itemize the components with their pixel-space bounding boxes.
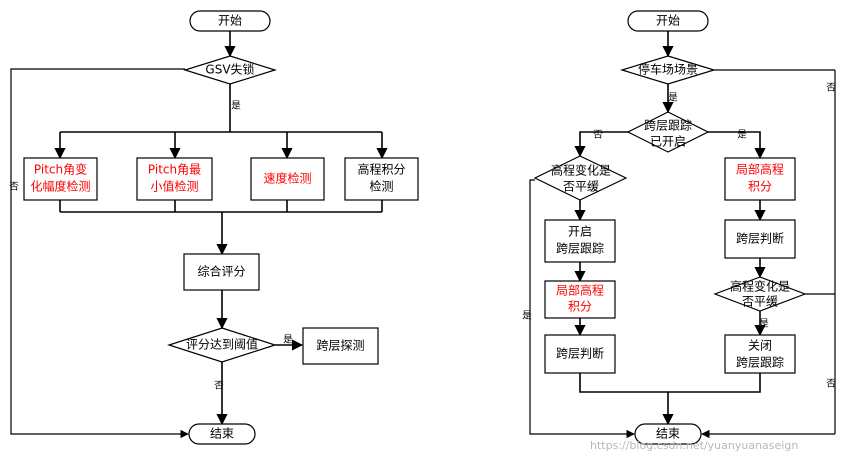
tracking-line2: 已开启: [650, 135, 686, 149]
open-tracking-box: [544, 219, 616, 263]
edge-judge-left-merge: [579, 373, 668, 393]
tracking-no-label: 否: [593, 130, 603, 141]
gsv-decision: [182, 55, 278, 85]
close-tracking-box: [724, 334, 796, 374]
smooth-left-decision: [533, 155, 628, 201]
local-left-line2: 积分: [568, 300, 592, 314]
parking-no-label: 否: [826, 83, 836, 94]
smooth-right-yes-label: 是: [759, 319, 769, 330]
tracking-line1: 跨层跟踪: [644, 119, 692, 133]
smooth-right-line1: 高程变化是: [730, 279, 790, 294]
close-line1: 关闭: [748, 339, 772, 353]
score-box: [183, 253, 260, 291]
gsv-label: GSV失锁: [205, 62, 254, 77]
smooth-left-line2: 否平缓: [563, 180, 599, 194]
height-line1: 高程积分: [357, 162, 405, 177]
local-height-left-box: [544, 280, 616, 319]
judge-right-box: [724, 219, 796, 259]
end-label-right: 结束: [656, 427, 680, 441]
gsv-no-label: 否: [9, 182, 19, 193]
edge-tracking-no: [574, 131, 628, 158]
smooth-right-decision: [713, 276, 807, 312]
start-terminal: [189, 10, 271, 32]
judge-left-label: 跨层判断: [556, 346, 604, 361]
parking-no-label-lower: 否: [826, 379, 836, 390]
end-terminal: [188, 423, 256, 445]
edge-close-merge: [668, 373, 761, 393]
pitch-change-box: [23, 157, 98, 201]
edge-tracking-yes: [708, 131, 766, 160]
threshold-yes-label: 是: [283, 335, 293, 346]
threshold-no-label: 否: [214, 381, 224, 392]
parking-label: 停车场场景: [638, 62, 698, 77]
smooth-left-yes-label: 是: [522, 311, 532, 322]
start-terminal-right: [627, 10, 709, 32]
local-right-line1: 局部高程: [736, 162, 784, 177]
open-line1: 开启: [568, 225, 592, 239]
end-label: 结束: [210, 427, 234, 441]
parking-decision: [619, 55, 717, 85]
pitch-min-line1: Pitch角最: [148, 163, 201, 177]
close-line2: 跨层跟踪: [736, 356, 784, 370]
local-height-right-box: [724, 157, 796, 201]
tracking-yes-label: 是: [737, 130, 747, 141]
detect-label: 跨层探测: [316, 339, 364, 353]
speed-label: 速度检测: [263, 171, 311, 186]
gsv-yes-label: 是: [231, 101, 241, 112]
height-box: [344, 157, 419, 201]
pitch-change-line2: 化幅度检测: [30, 179, 90, 194]
local-left-line1: 局部高程: [556, 283, 604, 298]
parking-yes-label: 是: [668, 93, 678, 104]
pitch-change-line1: Pitch角变: [34, 162, 87, 177]
start-label-right: 开始: [656, 14, 680, 28]
watermark: https://blog.csdn.net/yuanyuanaseign: [590, 439, 798, 452]
judge-left-box: [544, 334, 616, 374]
detect-box: [302, 327, 379, 365]
smooth-right-line2: 否平缓: [742, 295, 778, 309]
end-terminal-right: [634, 423, 702, 445]
local-right-line2: 积分: [748, 180, 772, 194]
open-line2: 跨层跟踪: [556, 242, 604, 256]
speed-box: [250, 157, 325, 201]
threshold-decision: [167, 327, 277, 363]
smooth-left-line1: 高程变化是: [551, 163, 611, 178]
judge-right-label: 跨层判断: [736, 231, 784, 246]
pitch-min-box: [136, 157, 213, 201]
tracking-decision: [626, 111, 710, 153]
pitch-min-line2: 小值检测: [150, 179, 198, 194]
edge-gsv-no: [10, 68, 189, 439]
right-flowchart: 开始 停车场场景 是 否 否 跨层跟踪 已开启 否 是 高程变化是 否平缓 是 …: [522, 10, 836, 445]
height-line2: 检测: [369, 179, 393, 194]
score-label: 综合评分: [197, 264, 245, 279]
start-label: 开始: [218, 14, 242, 28]
left-flowchart: 开始 GSV失锁 是 否 Pitch角变 化幅度检测 Pitch角最 小值检测 …: [9, 10, 419, 445]
threshold-label: 评分达到阈值: [186, 337, 258, 352]
edge-smooth-left-no: [529, 179, 635, 439]
